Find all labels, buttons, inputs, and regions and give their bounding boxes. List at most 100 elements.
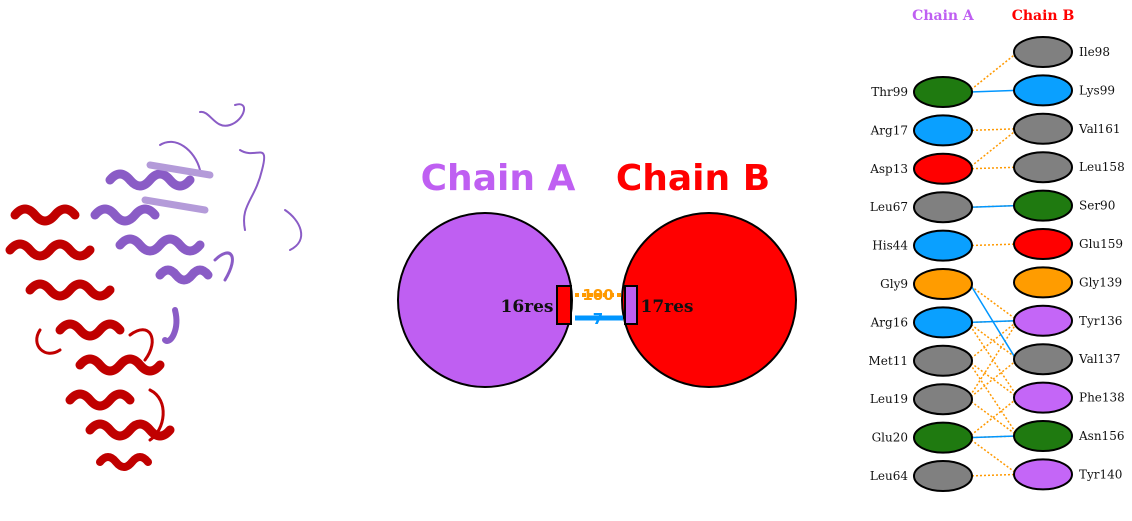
residue-node <box>1013 381 1073 414</box>
residue-label: Leu64 <box>870 469 908 483</box>
residue-label: Arg17 <box>870 123 908 137</box>
residue-label: Arg16 <box>870 315 908 329</box>
residue-label: Val161 <box>1078 122 1120 136</box>
nonbonded-link <box>967 473 1019 477</box>
residue-leu158: Leu158 <box>1013 151 1125 184</box>
residue-node <box>913 421 973 454</box>
nonbonded-link <box>967 397 1019 439</box>
residue-label: Gly139 <box>1079 275 1122 289</box>
residue-tyr136: Tyr136 <box>1013 304 1122 337</box>
residue-node <box>1013 420 1073 452</box>
nonbonded-link <box>967 436 1019 476</box>
residue-thr99: Thr99 <box>871 76 973 108</box>
nonbonded-link <box>967 358 1019 400</box>
chain-b-circle <box>621 212 797 388</box>
residue-asp13: Asp13 <box>869 152 973 185</box>
nonbonded-link <box>967 360 1019 437</box>
residue-ile98: Ile98 <box>1013 36 1110 68</box>
nonbonded-link <box>967 51 1019 93</box>
chain-a-interface-patch <box>556 285 572 325</box>
residue-node <box>1013 189 1073 222</box>
residue-label: Leu19 <box>870 392 908 406</box>
chain-interface-overview: Chain A Chain B 16res 17res 100 7 <box>397 158 797 388</box>
residue-label: Tyr140 <box>1079 467 1122 481</box>
residue-nodes: Thr99Arg17Asp13Leu67His44Gly9Arg16Met11L… <box>869 36 1125 492</box>
residue-node <box>913 76 973 108</box>
chain-b-title: Chain B <box>616 158 770 199</box>
residue-label: Tyr136 <box>1079 314 1122 328</box>
residue-interaction-plot: Chain A Chain B Thr99Arg17Asp13Leu67His4… <box>869 8 1125 492</box>
nonbonded-link <box>967 128 1019 132</box>
residue-node <box>1013 151 1073 184</box>
residue-glu159: Glu159 <box>1013 228 1123 260</box>
residue-label: Met11 <box>869 354 908 368</box>
residue-arg16: Arg16 <box>870 306 973 339</box>
nonbonded-link <box>967 243 1019 247</box>
residue-node <box>1013 112 1073 145</box>
nonbonded-link <box>967 128 1019 170</box>
residue-node <box>1013 458 1073 491</box>
residue-arg17: Arg17 <box>870 114 973 147</box>
residue-label: Thr99 <box>871 85 908 99</box>
residue-node <box>1013 228 1073 260</box>
chain-a-residue-count: 16res <box>500 297 553 317</box>
residue-label: Phe138 <box>1079 391 1125 405</box>
nonbonded-link <box>967 283 1019 322</box>
residue-lys99: Lys99 <box>1013 74 1115 107</box>
chain-b-residue-count: 17res <box>640 297 693 317</box>
nonbonded-link <box>967 320 1019 400</box>
nonbonded-link <box>967 321 1019 399</box>
nonbonded-link <box>967 166 1019 170</box>
residue-node <box>913 152 973 185</box>
residue-label: Leu158 <box>1079 160 1125 174</box>
residue-node <box>1013 36 1073 68</box>
residue-label: Gly9 <box>880 277 908 291</box>
residue-node <box>1013 343 1073 376</box>
chain-b-header: Chain B <box>1012 8 1075 24</box>
residue-node <box>1013 266 1073 299</box>
residue-tyr140: Tyr140 <box>1013 458 1122 491</box>
hbond-link <box>969 89 1017 93</box>
nonbonded-contact-count: 100 <box>582 286 613 304</box>
residue-node <box>913 460 973 492</box>
residue-label: Glu20 <box>872 431 908 445</box>
residue-label: Asp13 <box>869 162 908 176</box>
chain-b-interface-patch <box>624 285 638 325</box>
residue-glu20: Glu20 <box>872 421 973 454</box>
residue-leu19: Leu19 <box>870 383 973 416</box>
residue-node <box>913 191 973 224</box>
nonbonded-link <box>967 320 1019 362</box>
residue-label: His44 <box>872 239 908 253</box>
residue-gly9: Gly9 <box>880 268 973 300</box>
interaction-links <box>967 51 1019 477</box>
residue-node <box>913 114 973 147</box>
residue-node <box>913 344 973 377</box>
residue-node <box>1013 74 1073 107</box>
residue-val137: Val137 <box>1013 343 1120 376</box>
residue-label: Glu159 <box>1079 237 1123 251</box>
protein-ribbon-structure <box>5 103 303 471</box>
residue-label: Val137 <box>1078 352 1120 366</box>
residue-label: Asn156 <box>1078 429 1124 443</box>
hbond-count: 7 <box>593 310 603 328</box>
residue-leu64: Leu64 <box>870 460 973 492</box>
chain-a-title: Chain A <box>421 158 576 199</box>
residue-his44: His44 <box>872 229 973 262</box>
residue-node <box>913 229 973 262</box>
residue-node <box>913 383 973 416</box>
residue-label: Lys99 <box>1079 83 1115 97</box>
residue-ser90: Ser90 <box>1013 189 1115 222</box>
residue-leu67: Leu67 <box>870 191 973 224</box>
residue-label: Ile98 <box>1079 45 1110 59</box>
chain-a-header: Chain A <box>912 8 975 24</box>
hbond-link <box>969 435 1017 439</box>
residue-node <box>913 268 973 300</box>
residue-val161: Val161 <box>1013 112 1120 145</box>
residue-label: Ser90 <box>1079 199 1115 213</box>
residue-node <box>913 306 973 339</box>
hbond-link <box>969 204 1017 208</box>
residue-node <box>1013 304 1073 337</box>
residue-met11: Met11 <box>869 344 973 377</box>
hbond-link <box>969 283 1017 360</box>
